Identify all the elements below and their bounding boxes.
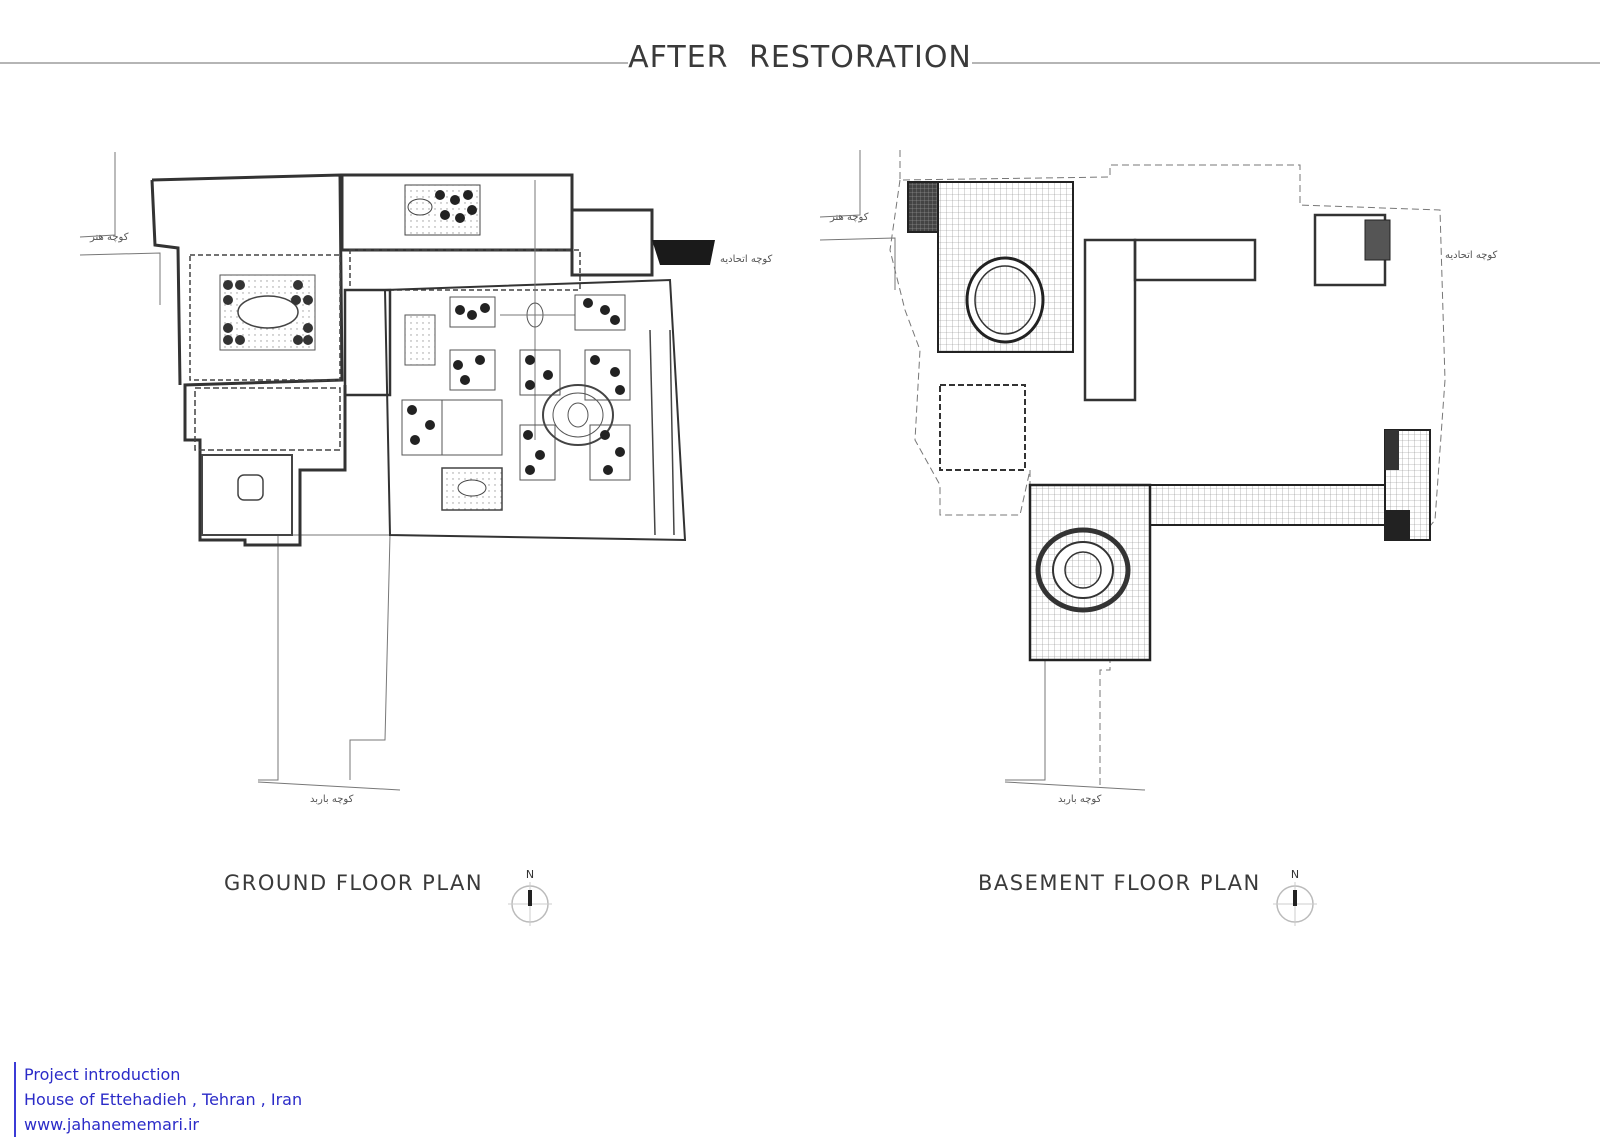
footer-project-name: House of Ettehadieh , Tehran , Iran xyxy=(24,1090,303,1109)
footer-info: Project introduction House of Ettehadieh… xyxy=(14,1062,302,1137)
ground-floor-plan-caption: GROUND FLOOR PLAN xyxy=(224,871,484,895)
street-label-honar: کوچه هنر xyxy=(89,232,129,243)
ground-floor-plan-drawing: کوچه هنر کوچه اتحادیه کوچه باربد xyxy=(60,140,800,820)
street-label-ettehadieh: کوچه اتحادیه xyxy=(1445,250,1498,261)
north-arrow-icon: N xyxy=(1270,866,1320,936)
north-arrow-icon: N xyxy=(505,866,555,936)
street-label-barbad: کوچه باربد xyxy=(1058,794,1102,805)
basement-floor-plan-drawing: کوچه هنر کوچه اتحادیه کوچه باربد xyxy=(820,140,1520,820)
footer-project-introduction: Project introduction xyxy=(24,1065,181,1084)
footer-website-link[interactable]: www.jahanememari.ir xyxy=(24,1115,200,1134)
street-label-barbad: کوچه باربد xyxy=(310,794,354,805)
page-title: AFTER RESTORATION xyxy=(628,40,972,75)
title-rule-right xyxy=(972,62,1600,64)
street-label-ettehadieh: کوچه اتحادیه xyxy=(720,254,773,265)
title-bar: AFTER RESTORATION xyxy=(0,40,1600,80)
north-label: N xyxy=(526,868,534,881)
street-label-honar: کوچه هنر xyxy=(829,212,869,223)
title-rule-left xyxy=(0,62,628,64)
basement-floor-plan-caption: BASEMENT FLOOR PLAN xyxy=(978,871,1261,895)
north-label: N xyxy=(1291,868,1299,881)
